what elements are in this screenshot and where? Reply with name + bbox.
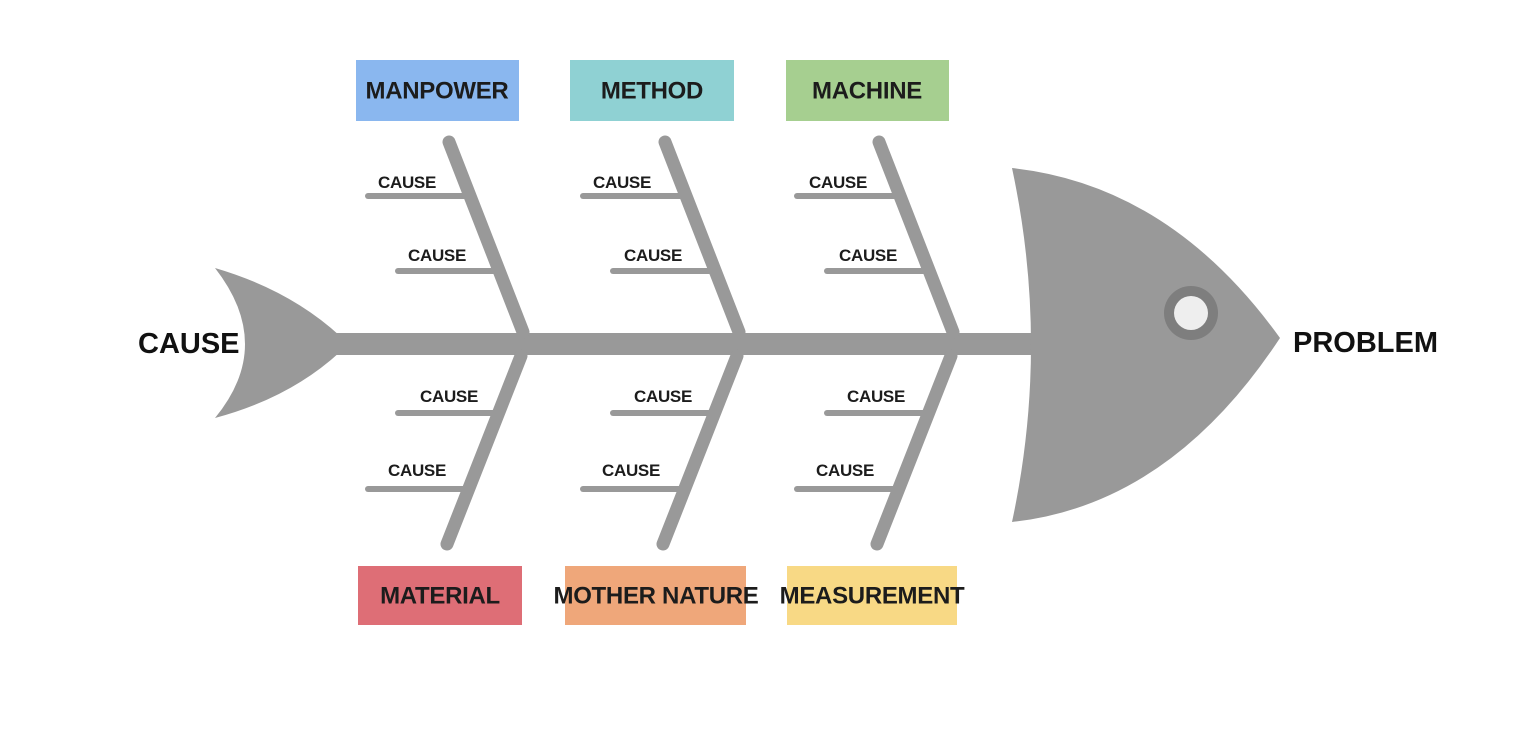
rib-line — [658, 135, 746, 339]
category-measurement: MEASUREMENT — [780, 566, 965, 625]
cause-label: CAUSE — [847, 387, 905, 406]
rib-line — [870, 349, 958, 551]
branch-mother-nature — [580, 349, 744, 551]
category-box — [570, 60, 734, 121]
rib-line — [440, 349, 528, 551]
category-box — [358, 566, 522, 625]
cause-label: CAUSE — [839, 246, 897, 265]
branch-method — [580, 135, 746, 339]
category-label: MANPOWER — [366, 78, 509, 105]
rib-line — [872, 135, 960, 339]
category-machine: MACHINE — [786, 60, 949, 121]
head-label: PROBLEM — [1293, 327, 1438, 359]
rib-line — [442, 135, 530, 339]
category-box — [787, 566, 957, 625]
category-mother-nature: MOTHER NATURE — [554, 566, 759, 625]
category-material: MATERIAL — [358, 566, 522, 625]
branch-measurement — [794, 349, 958, 551]
branch-machine — [794, 135, 960, 339]
cause-label: CAUSE — [388, 461, 446, 480]
branch-manpower — [365, 135, 530, 339]
tail-label: CAUSE — [138, 328, 240, 360]
cause-label: CAUSE — [624, 246, 682, 265]
cause-label: CAUSE — [809, 173, 867, 192]
category-box — [786, 60, 949, 121]
cause-label: CAUSE — [816, 461, 874, 480]
category-method: METHOD — [570, 60, 734, 121]
fish-eye — [1174, 296, 1208, 330]
category-box — [565, 566, 746, 625]
category-label: MACHINE — [812, 78, 922, 105]
cause-label: CAUSE — [602, 461, 660, 480]
fish-head — [1012, 168, 1280, 522]
category-label: MEASUREMENT — [780, 583, 965, 610]
category-label: MATERIAL — [380, 583, 500, 610]
fish-tail — [215, 268, 340, 418]
category-manpower: MANPOWER — [356, 60, 519, 121]
category-label: MOTHER NATURE — [554, 583, 759, 610]
category-box — [356, 60, 519, 121]
cause-label: CAUSE — [378, 173, 436, 192]
cause-label: CAUSE — [634, 387, 692, 406]
cause-label: CAUSE — [593, 173, 651, 192]
branch-material — [365, 349, 528, 551]
rib-line — [656, 349, 744, 551]
category-label: METHOD — [601, 78, 703, 105]
cause-label: CAUSE — [408, 246, 466, 265]
cause-label: CAUSE — [420, 387, 478, 406]
